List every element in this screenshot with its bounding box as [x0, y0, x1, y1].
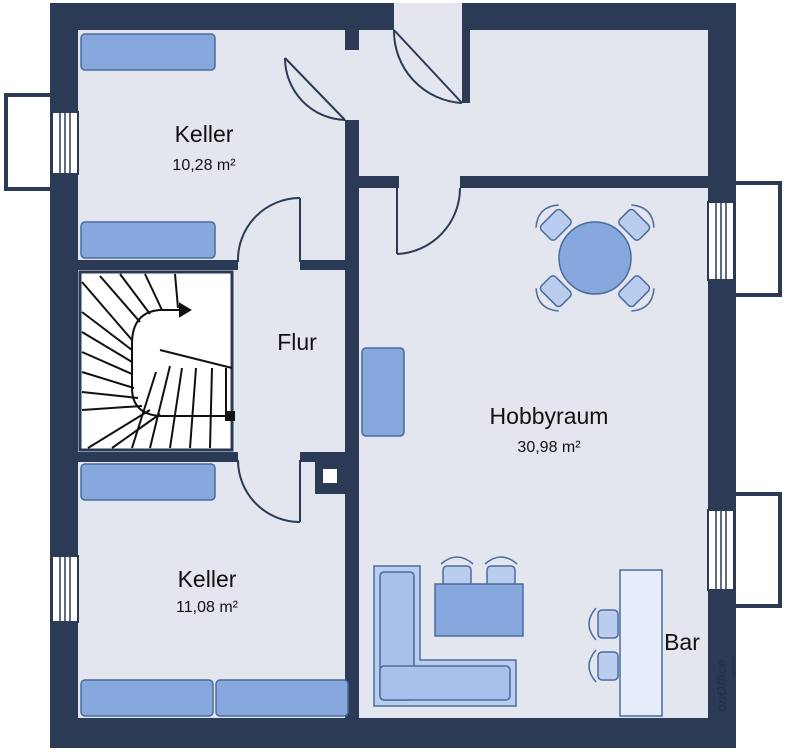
table-with-chairs: [434, 556, 524, 637]
chair-icon: [535, 204, 572, 241]
window-left-top: [4, 93, 79, 191]
round-table-set: [535, 204, 655, 312]
room-area-keller-bottom: 11,08 m²: [176, 599, 239, 616]
stool-icon: [588, 649, 619, 683]
room-name-flur: Flur: [277, 329, 317, 355]
window-right-top: [707, 181, 782, 297]
corner-sofa: [373, 565, 517, 707]
chair-icon: [535, 275, 572, 312]
room-name-keller-top: Keller: [175, 121, 234, 147]
window-left-bottom: [51, 555, 79, 623]
logo-text: onOffice: [714, 660, 729, 713]
room-area-keller-top: 10,28 m²: [172, 157, 236, 174]
room-labels: Keller 10,28 m² Flur Keller 11,08 m² Hob…: [172, 121, 700, 655]
shelves: [80, 33, 405, 717]
room-name-hobbyraum: Hobbyraum: [490, 403, 609, 429]
staircase: [78, 270, 235, 452]
doors: [236, 29, 463, 523]
room-name-bar: Bar: [664, 629, 700, 655]
stool-icon: [588, 607, 619, 641]
logo-subtext: software: [731, 657, 737, 676]
window-right-bottom: [707, 492, 782, 608]
chair-icon: [618, 204, 655, 241]
onoffice-logo: onOffice software: [714, 657, 737, 712]
interior-walls: [78, 3, 708, 720]
room-area-hobbyraum: 30,98 m²: [517, 439, 581, 456]
windows: [4, 93, 782, 623]
room-name-keller-bottom: Keller: [178, 566, 237, 592]
bar-counter: [588, 569, 663, 717]
chair-icon: [618, 275, 655, 312]
